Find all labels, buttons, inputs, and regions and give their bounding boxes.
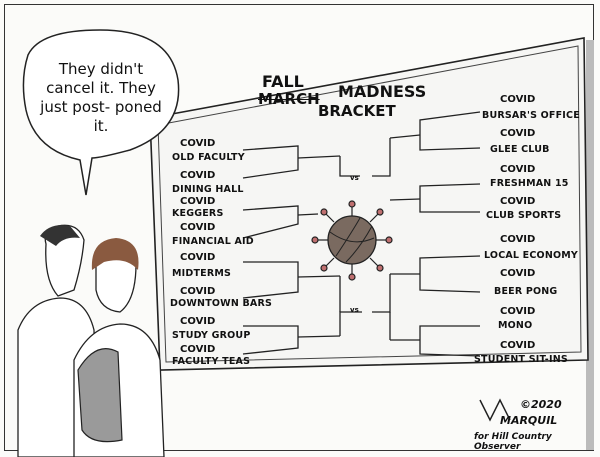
left-entry-name: KEGGERS	[172, 208, 224, 219]
left-bracket-lines	[242, 145, 362, 355]
right-entry-name: FRESHMAN 15	[490, 178, 569, 189]
right-entry-name: GLEE CLUB	[490, 144, 550, 155]
left-entry-name: FACULTY TEAS	[172, 356, 251, 367]
student-right-figure	[73, 238, 165, 457]
bracket-board	[149, 37, 589, 371]
right-entry-prefix: COVID	[500, 128, 536, 139]
right-entry-name: BURSAR'S OFFICE	[482, 110, 580, 121]
backpack	[77, 348, 123, 443]
left-entry-prefix: COVID	[180, 196, 216, 207]
right-entry-name: STUDENT SIT-INS	[474, 354, 568, 365]
right-entry-prefix: COVID	[500, 94, 536, 105]
left-entry-prefix: COVID	[180, 344, 216, 355]
right-entry-prefix: COVID	[500, 268, 536, 279]
left-entry-prefix: COVID	[180, 252, 216, 263]
vs-label-bottom: vs	[350, 306, 359, 314]
signature-name: MARQUIL	[500, 414, 558, 427]
right-entry-prefix: COVID	[500, 164, 536, 175]
left-entry-name: STUDY GROUP	[172, 330, 251, 341]
right-entry-prefix: COVID	[500, 234, 536, 245]
speech-bubble	[22, 29, 180, 196]
right-entry-name: LOCAL ECONOMY	[484, 250, 578, 261]
left-entry-prefix: COVID	[180, 316, 216, 327]
right-entry-name: BEER PONG	[494, 286, 558, 297]
speech-bubble-text: They didn't cancel it. They just post- p…	[40, 60, 162, 135]
right-entry-prefix: COVID	[500, 306, 536, 317]
signature-for: for Hill Country Observer	[474, 432, 552, 452]
left-entry-prefix: COVID	[180, 138, 216, 149]
left-entry-name: OLD FACULTY	[172, 152, 245, 163]
right-entry-name: CLUB SPORTS	[486, 210, 562, 221]
left-entry-prefix: COVID	[180, 286, 216, 297]
left-entry-name: DINING HALL	[172, 184, 244, 195]
signature-mark	[479, 398, 511, 422]
left-entry-name: MIDTERMS	[172, 268, 232, 279]
right-entry-prefix: COVID	[500, 196, 536, 207]
title-madness: MADNESS	[338, 82, 427, 101]
board-inner-border	[157, 45, 582, 363]
right-bracket-lines	[372, 111, 481, 357]
title-fall: FALL	[262, 72, 304, 91]
signature-date: ©2020	[520, 398, 562, 411]
vs-label-top: vs	[350, 174, 359, 182]
title-march-struck: MARCH	[258, 90, 320, 108]
title-bracket: BRACKET	[318, 102, 396, 120]
left-entry-name: DOWNTOWN BARS	[170, 298, 273, 309]
virus-basketball-icon	[311, 200, 393, 281]
left-entry-name: FINANCIAL AID	[172, 236, 254, 247]
left-entry-prefix: COVID	[180, 222, 216, 233]
right-entry-prefix: COVID	[500, 340, 536, 351]
left-entry-prefix: COVID	[180, 170, 216, 181]
right-entry-name: MONO	[498, 320, 533, 331]
